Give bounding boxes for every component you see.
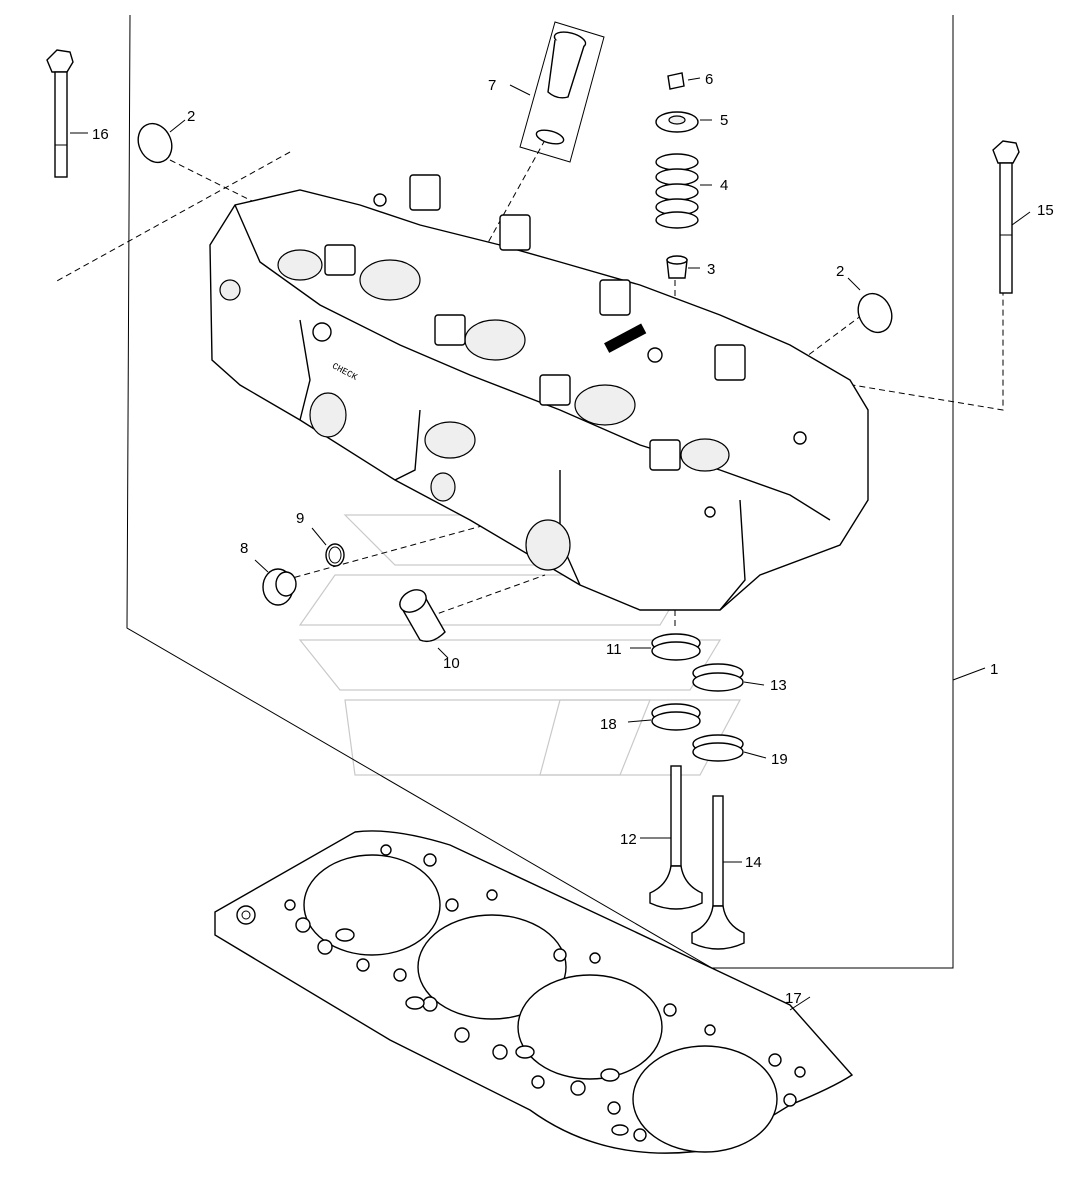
cylinder-head: CHECK [209,174,869,611]
callout-10: 10 [443,655,460,672]
plug-2-right [847,277,893,334]
o-ring-9 [311,527,345,567]
callout-7: 7 [488,77,496,94]
callout-19: 19 [771,751,788,768]
callout-13: 13 [770,677,787,694]
callout-6: 6 [705,71,713,88]
valve-seat-13 [692,663,765,692]
sleeve-10 [398,589,449,659]
head-gasket-17 [214,830,854,1154]
callout-17: 17 [785,990,802,1007]
callout-5: 5 [720,112,728,129]
plug-8 [254,559,297,606]
bolt-15 [992,140,1031,294]
callout-14: 14 [745,854,762,871]
callout-labels: 1 2 2 3 4 5 6 7 8 9 10 11 12 13 14 15 16… [92,71,1054,1007]
callout-11: 11 [606,641,622,658]
valve-12 [640,765,703,910]
callout-12: 12 [620,831,637,848]
valve-stem-seal-3 [666,255,700,279]
bolt-16 [46,49,88,178]
valve-seat-19 [692,734,767,762]
spring-retainer-5 [655,111,712,133]
valve-spring-4 [655,153,712,229]
plug-2-left [137,119,186,164]
valve-keeper-6 [667,72,701,90]
callout-1: 1 [990,661,998,678]
valve-14 [691,795,745,950]
callout-18: 18 [600,716,617,733]
valve-seat-11 [630,633,701,661]
callout-15: 15 [1037,202,1054,219]
injector-sleeve-7 [509,21,605,163]
callout-16: 16 [92,126,109,143]
callout-3: 3 [707,261,715,278]
valve-seat-18 [627,703,701,731]
callout-4: 4 [720,177,728,194]
callout-2-left: 2 [187,108,195,125]
callout-2-right: 2 [836,263,844,280]
callout-8: 8 [240,540,248,557]
callout-9: 9 [296,510,304,527]
